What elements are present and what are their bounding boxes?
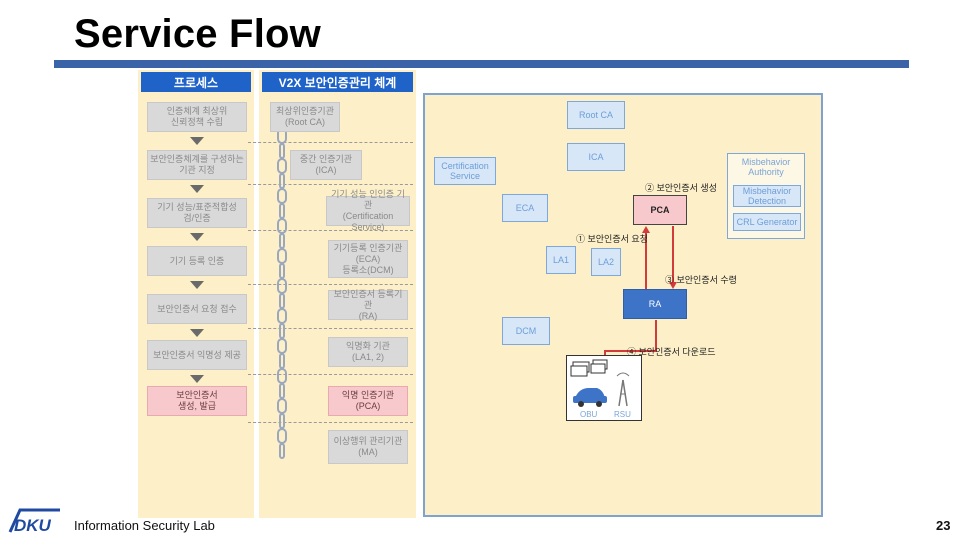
chain-link bbox=[277, 368, 287, 384]
chain-link bbox=[279, 293, 285, 309]
system-step-la: 익명화 기관 (LA1, 2) bbox=[328, 337, 408, 367]
chain-link bbox=[277, 218, 287, 234]
chain-link bbox=[279, 383, 285, 399]
connector-line bbox=[248, 184, 413, 185]
chain-link bbox=[277, 398, 287, 414]
chain-link bbox=[277, 188, 287, 204]
system-step-eca: 기기등록 인증기관 (ECA) 등록소(DCM) bbox=[328, 240, 408, 278]
flow-arrow-icon bbox=[190, 281, 204, 289]
system-step-cert-service: 기기 성능 인인증 기관 (Certification Service) bbox=[326, 189, 410, 232]
node-certification-service: Certification Service bbox=[434, 157, 496, 185]
vehicle-icon bbox=[570, 359, 630, 407]
process-step-7: 보안인증서 생성, 발급 bbox=[147, 386, 247, 416]
chain-link bbox=[279, 413, 285, 429]
chain-link bbox=[277, 338, 287, 354]
label-rsu: RSU bbox=[614, 410, 631, 419]
arrow-down-icon bbox=[669, 282, 677, 289]
connector-line bbox=[248, 142, 413, 143]
chain-link bbox=[277, 308, 287, 324]
node-crl-generator: CRL Generator bbox=[733, 213, 801, 231]
page-number: 23 bbox=[936, 518, 951, 533]
system-step-root-ca: 최상위인증기관 (Root CA) bbox=[270, 102, 340, 132]
node-la1: LA1 bbox=[546, 246, 576, 274]
label-obu: OBU bbox=[580, 410, 598, 419]
flow-arrow-icon bbox=[190, 185, 204, 193]
chain-icon bbox=[270, 128, 296, 459]
flow-line-request bbox=[645, 232, 647, 289]
process-step-1: 인증체계 최상위 신뢰정책 수립 bbox=[147, 102, 247, 132]
connector-line bbox=[248, 374, 413, 375]
misbehavior-authority-label: Misbehavior Authority bbox=[741, 157, 791, 177]
annotation-request: ① 보안인증서 요청 bbox=[576, 234, 648, 244]
chain-link bbox=[277, 248, 287, 264]
connector-line bbox=[248, 422, 413, 423]
node-dcm: DCM bbox=[502, 317, 550, 345]
node-ra: RA bbox=[623, 289, 687, 319]
flow-arrow-icon bbox=[190, 329, 204, 337]
process-step-2: 보안인증체계를 구성하는 기관 지정 bbox=[147, 150, 247, 180]
arrow-up-icon bbox=[642, 226, 650, 233]
annotation-download: ④ 보안인증서 다운로드 bbox=[627, 347, 716, 357]
flow-line-download-v1 bbox=[655, 320, 657, 352]
dku-logo-icon: DKU bbox=[8, 508, 60, 535]
chain-link bbox=[279, 353, 285, 369]
flow-arrow-icon bbox=[190, 137, 204, 145]
system-step-ma: 이상행위 관리기관 (MA) bbox=[328, 430, 408, 464]
chain-link bbox=[279, 143, 285, 159]
system-step-pca: 익명 인증기관 (PCA) bbox=[328, 386, 408, 416]
node-misbehavior-detection: Misbehavior Detection bbox=[733, 185, 801, 207]
flow-line-download-h bbox=[604, 350, 657, 352]
node-la2: LA2 bbox=[591, 248, 621, 276]
process-step-6: 보안인증서 익명성 제공 bbox=[147, 340, 247, 370]
system-header: V2X 보안인증관리 체계 bbox=[262, 72, 413, 92]
annotation-receive: ③ 보안인증서 수령 bbox=[665, 275, 737, 285]
connector-line bbox=[248, 284, 413, 285]
slide-title: Service Flow bbox=[74, 12, 321, 56]
device-box bbox=[566, 355, 642, 421]
connector-line bbox=[248, 230, 413, 231]
chain-link bbox=[279, 323, 285, 339]
flow-arrow-icon bbox=[190, 375, 204, 383]
flow-arrow-icon bbox=[190, 233, 204, 241]
chain-link bbox=[279, 233, 285, 249]
title-bar bbox=[54, 60, 909, 68]
svg-text:DKU: DKU bbox=[14, 516, 52, 535]
process-header: 프로세스 bbox=[141, 72, 251, 92]
node-pca: PCA bbox=[633, 195, 687, 225]
connector-line bbox=[248, 328, 413, 329]
process-step-4: 기기 등록 인증 bbox=[147, 246, 247, 276]
chain-link bbox=[277, 158, 287, 174]
chain-link bbox=[279, 173, 285, 189]
annotation-generate: ② 보안인증서 생성 bbox=[645, 183, 717, 193]
flow-line-receive bbox=[672, 226, 674, 282]
chain-link bbox=[279, 443, 285, 459]
chain-link bbox=[279, 263, 285, 279]
node-eca: ECA bbox=[502, 194, 548, 222]
process-step-5: 보안인증서 요청 접수 bbox=[147, 294, 247, 324]
system-step-ra: 보안인증서 등록기관 (RA) bbox=[328, 289, 408, 321]
process-step-3: 기기 성능/표준적합성 검/인증 bbox=[147, 198, 247, 228]
system-step-ica: 중간 인증기관 (ICA) bbox=[290, 150, 362, 180]
node-root-ca: Root CA bbox=[567, 101, 625, 129]
footer-lab-name: Information Security Lab bbox=[74, 518, 215, 533]
node-ica: ICA bbox=[567, 143, 625, 171]
chain-link bbox=[279, 203, 285, 219]
chain-link bbox=[277, 278, 287, 294]
chain-link bbox=[277, 428, 287, 444]
